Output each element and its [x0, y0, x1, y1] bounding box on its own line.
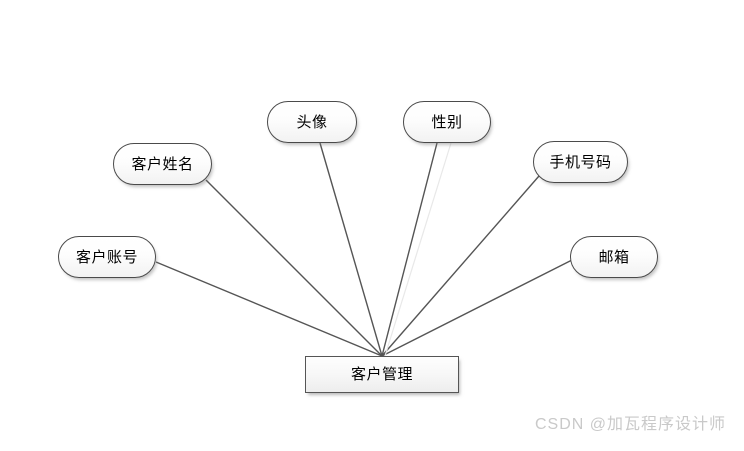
- connector-line-phone-number: [381, 175, 540, 357]
- attribute-node-customer-account[interactable]: 客户账号: [58, 236, 156, 278]
- connector-line-gender-guide: [384, 142, 452, 357]
- csdn-watermark: CSDN @加瓦程序设计师: [534, 416, 726, 433]
- connector-line-gender: [381, 142, 438, 357]
- attribute-node-label: 手机号码: [549, 153, 612, 171]
- entity-node-label: 客户管理: [350, 366, 413, 383]
- attribute-node-label: 邮箱: [598, 248, 630, 266]
- connector-line-email: [381, 259, 573, 357]
- attribute-node-email[interactable]: 邮箱: [570, 236, 658, 278]
- attribute-node-avatar[interactable]: 头像: [267, 101, 357, 143]
- connector-line-avatar: [319, 142, 383, 357]
- attribute-node-customer-name[interactable]: 客户姓名: [113, 143, 212, 185]
- attribute-node-label: 客户账号: [75, 248, 138, 266]
- entity-node-customer-management[interactable]: 客户管理: [305, 356, 459, 393]
- attribute-node-phone-number[interactable]: 手机号码: [533, 141, 628, 183]
- attribute-node-label: 头像: [296, 113, 328, 131]
- attribute-node-label: 性别: [431, 113, 463, 131]
- connector-line-customer-name: [205, 179, 383, 357]
- attribute-node-gender[interactable]: 性别: [403, 101, 491, 143]
- connector-lines: [155, 142, 573, 357]
- connector-line-customer-account: [155, 261, 383, 357]
- attribute-node-label: 客户姓名: [131, 155, 194, 173]
